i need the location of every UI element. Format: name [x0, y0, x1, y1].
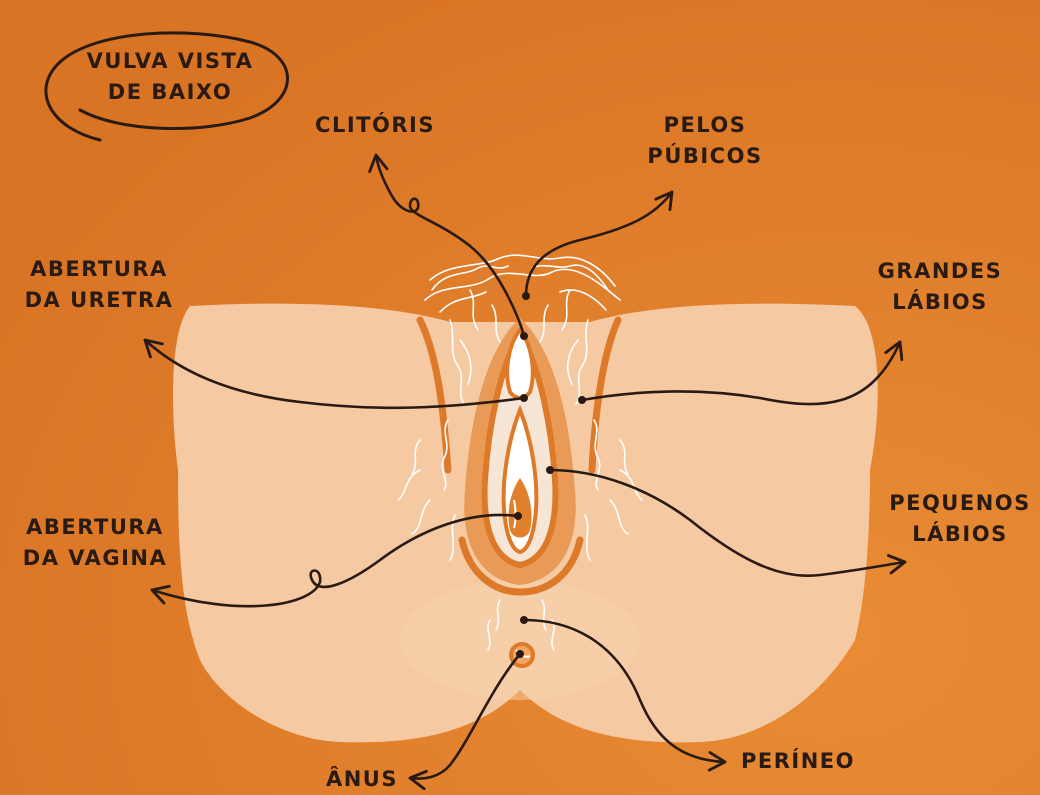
- label-anus: ÂNUS: [312, 764, 412, 795]
- dot-pelos: [522, 292, 530, 300]
- title-line-2: DE BAIXO: [60, 77, 280, 108]
- label-abertura-uretra: ABERTURA DA URETRA: [14, 254, 184, 316]
- title-line-1: VULVA VISTA: [60, 46, 280, 77]
- label-abertura-vagina: ABERTURA DA VAGINA: [10, 512, 180, 574]
- dot-grandes: [578, 396, 586, 404]
- dot-perineo: [520, 616, 528, 624]
- label-perineo: PERÍNEO: [728, 746, 868, 777]
- label-clitoris: CLITÓRIS: [300, 110, 450, 141]
- skin-highlight: [400, 580, 640, 700]
- label-pelos-pubicos: PELOS PÚBICOS: [625, 110, 785, 172]
- dot-pequenos: [546, 466, 554, 474]
- dot-clitoris: [520, 332, 528, 340]
- label-pequenos-labios: PEQUENOS LÁBIOS: [880, 488, 1040, 550]
- dot-vagina: [514, 512, 522, 520]
- diagram-title: VULVA VISTA DE BAIXO: [60, 46, 280, 108]
- dot-uretra: [520, 394, 528, 402]
- label-grandes-labios: GRANDES LÁBIOS: [860, 256, 1020, 318]
- dot-anus: [516, 650, 524, 658]
